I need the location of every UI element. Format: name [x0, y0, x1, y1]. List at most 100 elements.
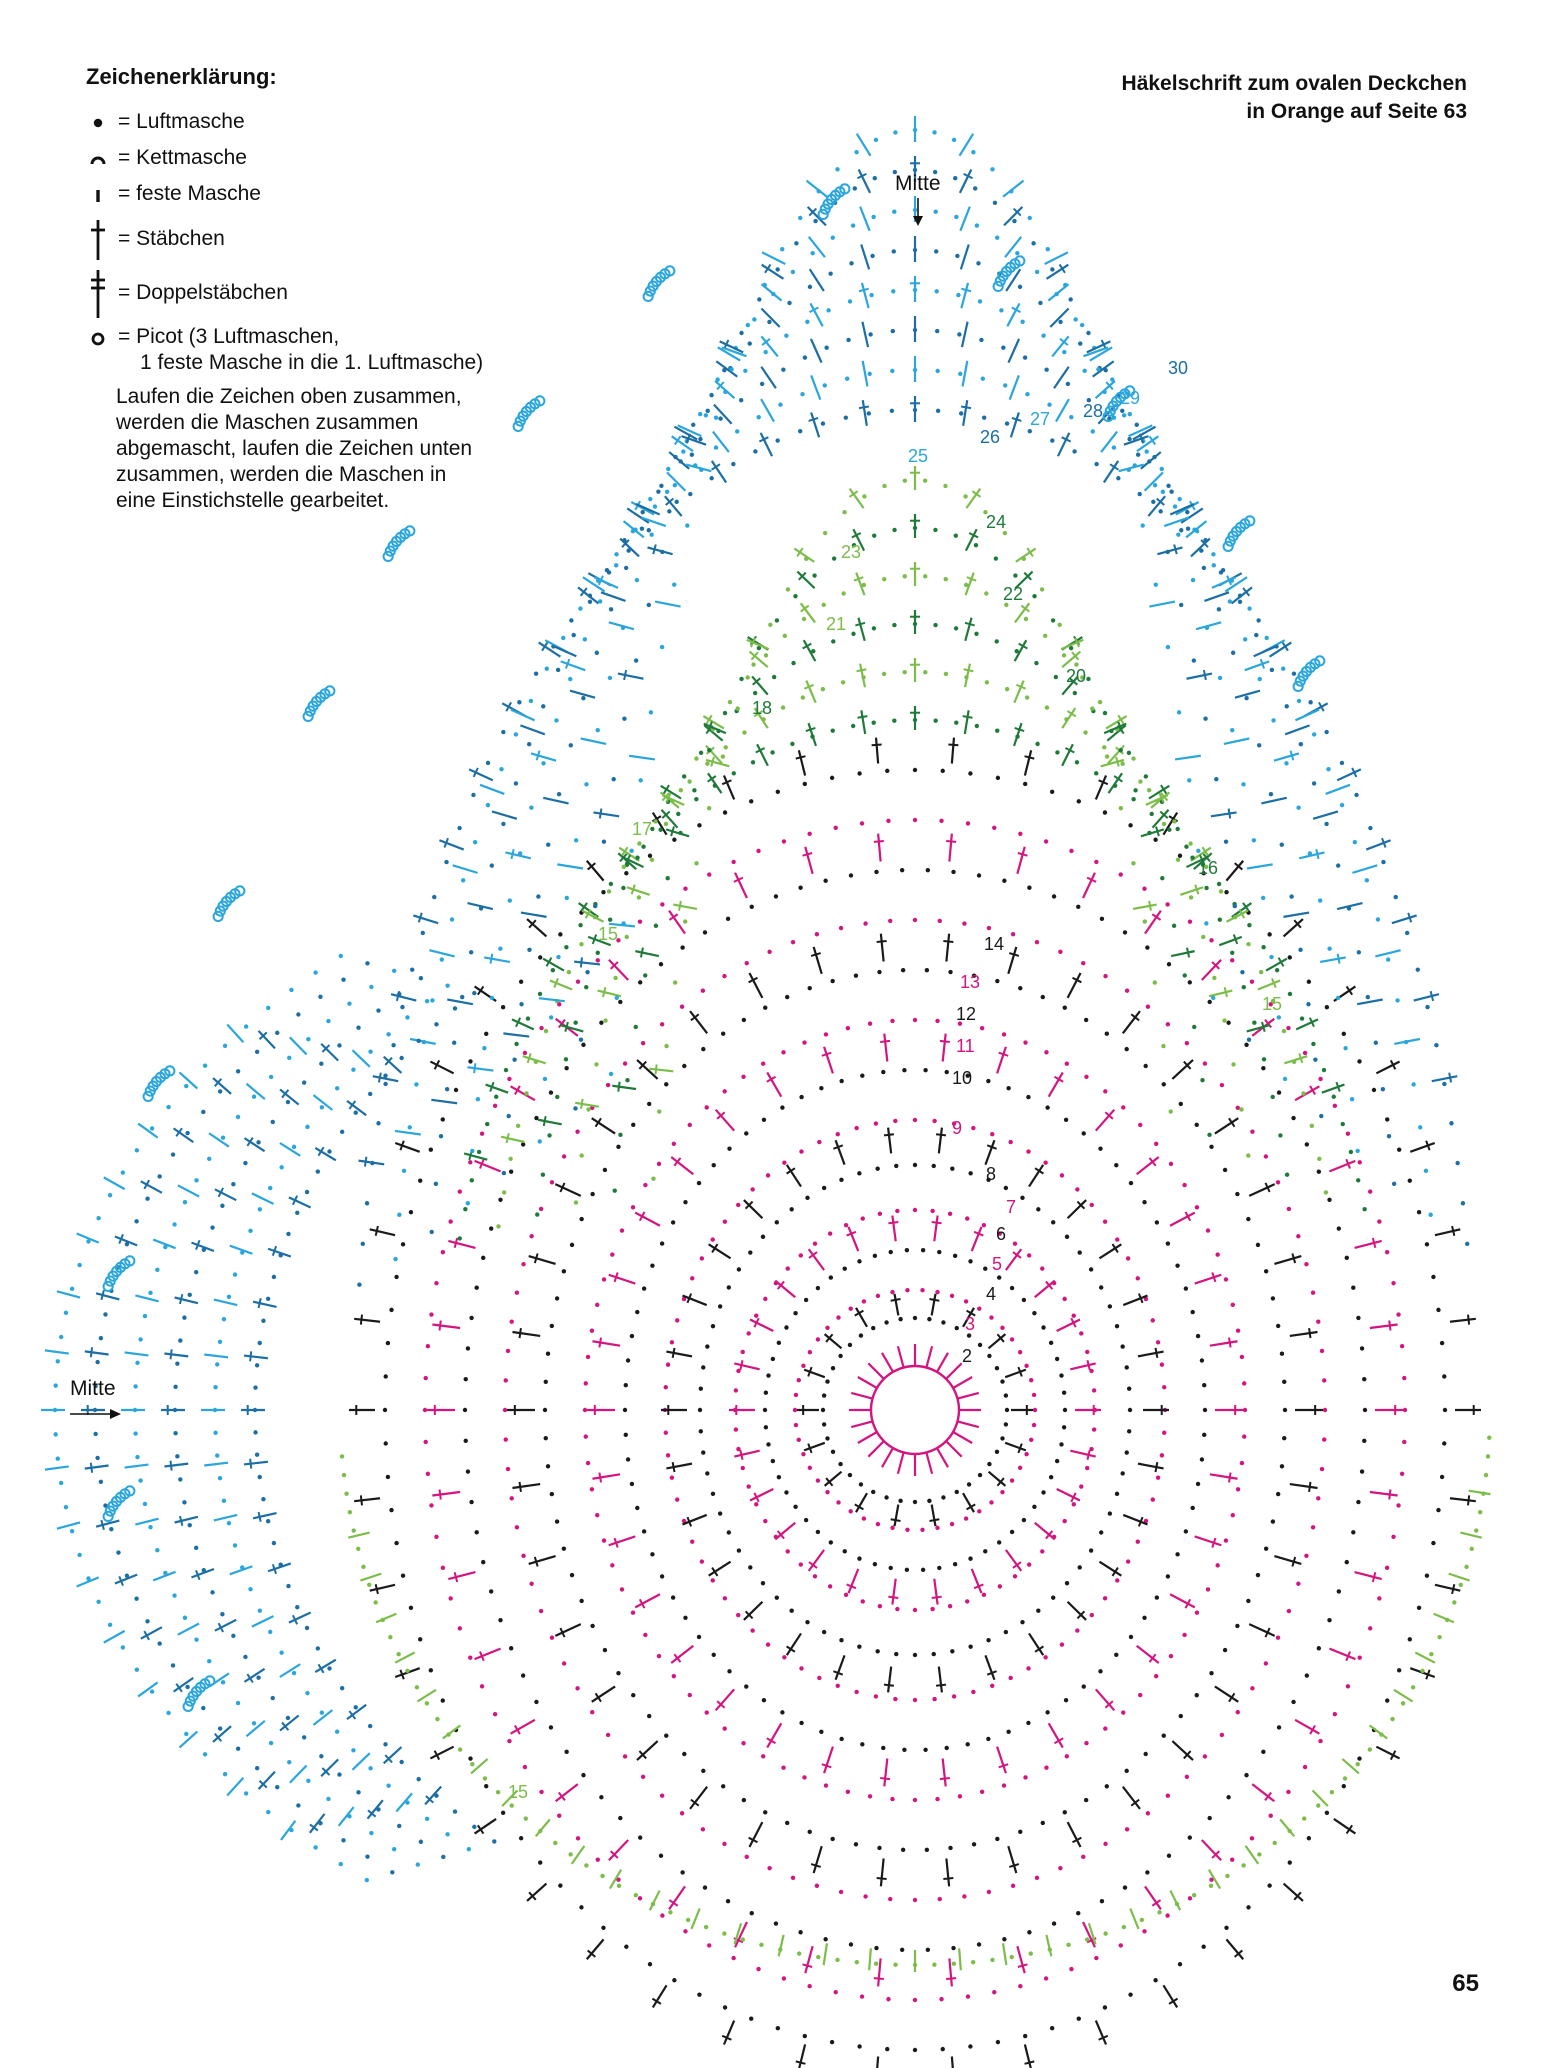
- stitch-ring: [507, 933, 1323, 1887]
- stitch-ring: [394, 356, 1421, 1136]
- slip-stitch-icon: [90, 156, 106, 165]
- round-number: 15: [508, 1782, 528, 1802]
- picot-icon: [91, 332, 105, 346]
- chain-ring: [502, 917, 1328, 1903]
- header-line-1: Häkelschrift zum ovalen Deckchen: [1121, 72, 1467, 95]
- picot-scallop: [1292, 655, 1326, 693]
- round-number: 8: [986, 1164, 996, 1184]
- picot-scallop: [992, 255, 1026, 293]
- round-number: 15: [598, 924, 618, 944]
- round-number: 26: [980, 427, 1000, 447]
- stitch-ring: [649, 466, 1157, 1075]
- stitch-ring: [612, 514, 1195, 1092]
- legend: Zeichenerklärung: = Luftmasche = Kettmas…: [86, 64, 546, 514]
- chain-ring: [573, 167, 1252, 1111]
- picot-scallop: [102, 1485, 136, 1523]
- chain-ring: [792, 1288, 1038, 1532]
- legend-item-slip: = Kettmasche: [86, 140, 546, 176]
- picot-scallop: [1102, 385, 1136, 423]
- single-crochet-icon: [96, 190, 100, 202]
- round-number: 11: [956, 1036, 975, 1056]
- round-number: 25: [908, 446, 928, 466]
- legend-label: = Kettmasche: [118, 146, 247, 169]
- picot-scallop: [642, 265, 676, 303]
- picot-scallop: [382, 525, 416, 563]
- chain-ring: [573, 574, 1251, 1205]
- chain-ring: [422, 817, 1408, 2003]
- picot-scallop: [1222, 515, 1256, 553]
- mitte-label-left: Mitte: [70, 1377, 116, 1400]
- round-number: 12: [956, 1004, 976, 1024]
- stitch-ring: [574, 156, 1237, 968]
- round-number: 20: [1066, 666, 1086, 686]
- chain-ring: [357, 407, 1470, 1287]
- chain-ring: [762, 1248, 1068, 1572]
- chain-ring: [429, 327, 1397, 1235]
- chain-ring: [252, 990, 497, 1844]
- double-crochet-icon: [91, 220, 105, 260]
- stitch-ring: [201, 1049, 413, 1813]
- page-number: 65: [1452, 1970, 1479, 1997]
- chain-stitch-icon: [93, 118, 103, 128]
- round-number: 2: [962, 1346, 972, 1366]
- legend-label: = Luftmasche: [118, 110, 245, 133]
- picot-scallop: [212, 885, 246, 923]
- chain-ring: [496, 670, 1329, 1229]
- round-number: 22: [1003, 584, 1023, 604]
- round-number: 16: [1198, 858, 1218, 878]
- mitte-arrow-left: [70, 1409, 121, 1419]
- round-number: 4: [986, 1284, 996, 1304]
- round-number: 18: [752, 698, 772, 718]
- chain-ring: [462, 868, 1368, 1952]
- stitch-ring: [608, 116, 1201, 928]
- stitch-ring: [537, 610, 1271, 1127]
- stitch-ring: [849, 1344, 981, 1476]
- chain-ring: [501, 247, 1324, 1176]
- chain-ring: [651, 478, 1173, 1181]
- doily-chart-body: [41, 116, 1492, 2068]
- picot-scallop: [102, 1255, 136, 1293]
- mitte-arrow-top: [913, 198, 923, 226]
- round-number: 17: [632, 819, 652, 839]
- stitch-ring: [797, 1293, 1033, 1527]
- stitch-ring: [121, 1036, 355, 1827]
- legend-label: = Doppelstäbchen: [118, 281, 288, 304]
- stitch-ring: [349, 737, 1481, 2068]
- round-number: 27: [1030, 409, 1050, 429]
- chain-ring: [212, 983, 472, 1852]
- legend-picot-line-1: = Picot (3 Luftmaschen,: [118, 325, 340, 348]
- round-number: 10: [952, 1068, 972, 1088]
- legend-label: = feste Masche: [118, 182, 261, 205]
- chain-ring: [132, 968, 421, 1867]
- round-number: 7: [1006, 1197, 1016, 1217]
- stitch-ring: [729, 1215, 1101, 1605]
- stitch-ring: [538, 196, 1273, 1003]
- chain-ring: [465, 287, 1360, 1206]
- chain-ring: [535, 621, 1290, 1217]
- round-number: 9: [952, 1118, 962, 1138]
- legend-note: Laufen die Zeichen oben zusammen, werden…: [116, 385, 473, 512]
- chain-ring: [662, 1117, 1168, 1703]
- picot-scallop: [817, 183, 851, 221]
- chain-ring: [582, 1017, 1248, 1803]
- chain-ring: [820, 1315, 1010, 1505]
- legend-item-double: = Stäbchen: [86, 212, 546, 266]
- chain-ring: [537, 207, 1288, 1144]
- round-number: 28: [1083, 401, 1103, 421]
- stitch-ring: [503, 236, 1310, 1038]
- round-number: 13: [960, 972, 980, 992]
- legend-title: Zeichenerklärung:: [86, 64, 277, 89]
- treble-crochet-icon: [91, 270, 105, 318]
- round-number: 31: [0, 0, 20, 4]
- picot-scallop: [182, 1675, 216, 1713]
- stitch-ring: [575, 562, 1233, 1109]
- round-number: 29: [1120, 388, 1140, 408]
- chain-ring: [612, 525, 1212, 1193]
- picot-scallop: [302, 685, 336, 723]
- round-number: 5: [992, 1254, 1002, 1274]
- legend-item-picot: = Picot (3 Luftmaschen, 1 feste Masche i…: [86, 324, 546, 376]
- round-number: 24: [986, 512, 1006, 532]
- stitch-ring: [427, 833, 1403, 1987]
- round-number: 30: [1168, 358, 1188, 378]
